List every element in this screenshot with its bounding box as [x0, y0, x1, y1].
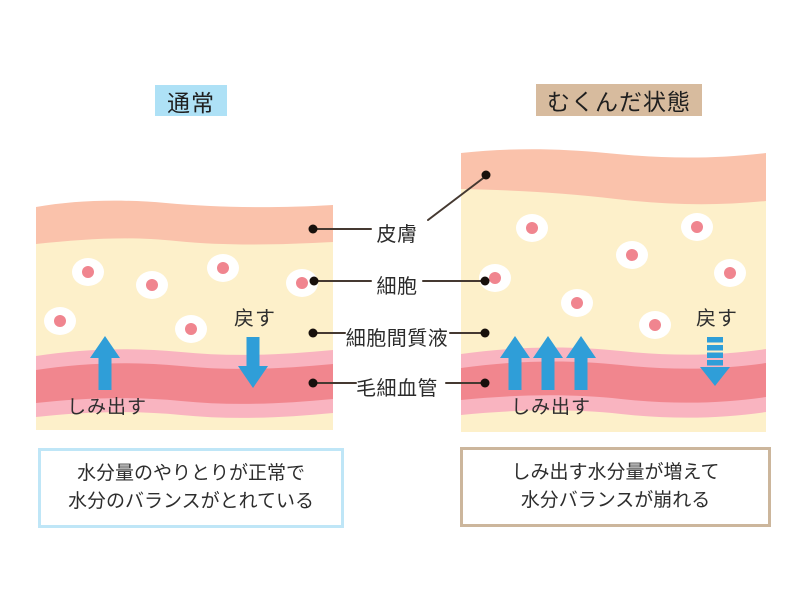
cell: [681, 213, 713, 241]
skin-layer: [461, 149, 766, 205]
return-down-arrow-icon: [238, 337, 268, 388]
swollen-caption-line1: しみ出す水分量が増えて: [511, 462, 720, 483]
cell: [479, 264, 511, 292]
seep-up-arrow-icon: [90, 336, 120, 390]
swollen-skin-cross-section: [461, 149, 766, 432]
cell: [639, 311, 671, 339]
label-skin: 皮膚: [376, 224, 418, 246]
swollen-seep-out-label: しみ出す: [511, 397, 592, 418]
cell: [175, 315, 207, 343]
normal-return-label: 戻す: [234, 308, 276, 330]
normal-skin-cross-section: [36, 200, 333, 430]
normal-caption-box: 水分量のやりとりが正常で 水分のバランスがとれている: [38, 448, 344, 528]
normal-state-header: 通常: [155, 85, 227, 116]
label-cell: 細胞: [376, 276, 418, 298]
cell: [714, 259, 746, 287]
capillary-layer: [461, 361, 766, 403]
swollen-state-header-label: むくんだ状態: [547, 89, 691, 115]
cell: [286, 269, 318, 297]
seep-up-arrow-icon: [500, 336, 530, 390]
swollen-return-label: 戻す: [696, 308, 738, 330]
label-interstitial-fluid: 細胞間質液: [345, 328, 449, 350]
cell: [136, 271, 168, 299]
skin-layer: [36, 200, 333, 245]
swollen-caption-line2: 水分バランスが崩れる: [520, 490, 711, 511]
normal-seep-out-label: しみ出す: [67, 397, 148, 418]
seep-up-arrow-icon: [566, 336, 596, 390]
swollen-caption-box: しみ出す水分量が増えて 水分バランスが崩れる: [460, 447, 771, 527]
normal-state-header-label: 通常: [167, 89, 215, 116]
cell: [561, 289, 593, 317]
cell: [207, 254, 239, 282]
normal-caption-line1: 水分量のやりとりが正常で: [76, 463, 305, 484]
cells: [44, 254, 318, 343]
normal-caption-line2: 水分のバランスがとれている: [67, 491, 315, 512]
cell: [516, 214, 548, 242]
cell: [44, 307, 76, 335]
label-capillary: 毛細血管: [356, 378, 438, 400]
cell: [616, 241, 648, 269]
seep-up-arrow-icon: [533, 336, 563, 390]
weak-return-dashed-arrow-icon: [700, 337, 730, 386]
cells: [479, 213, 746, 339]
swollen-state-header: むくんだ状態: [536, 84, 702, 116]
cell: [72, 258, 104, 286]
